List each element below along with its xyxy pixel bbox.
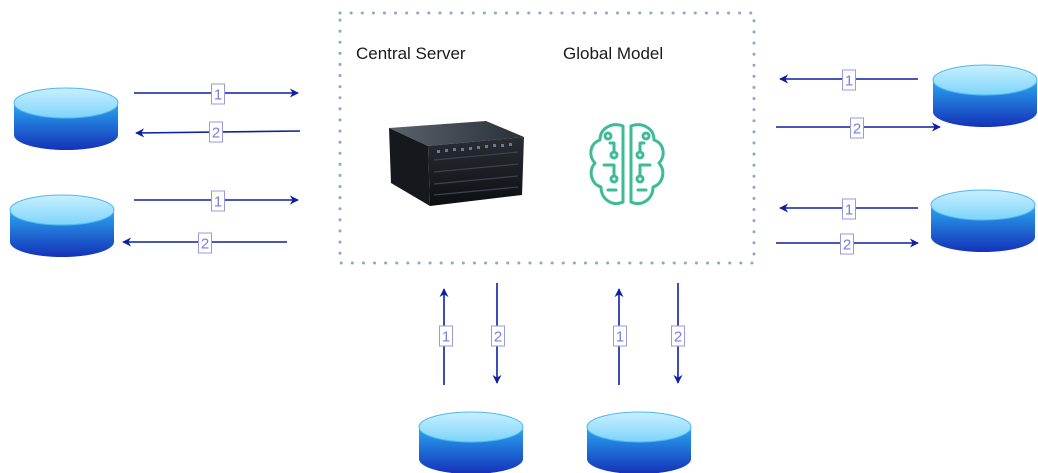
- database-icon: [932, 64, 1038, 127]
- database-icon: [586, 411, 692, 473]
- edge-label: 2: [674, 329, 682, 346]
- edge-label-box: [211, 83, 225, 105]
- edge-label-box: [840, 233, 854, 255]
- edge-label: 1: [845, 73, 853, 90]
- download-arrow: 2: [122, 232, 287, 254]
- download-arrow: 2: [491, 283, 505, 384]
- edge-label: 1: [214, 194, 222, 211]
- global-model-title: Global Model: [563, 44, 664, 63]
- upload-arrow: 1: [134, 83, 299, 105]
- edge-label: 2: [494, 329, 502, 346]
- upload-arrow: 1: [613, 288, 627, 385]
- client-databases: [9, 64, 1038, 473]
- edge-label: 1: [616, 329, 624, 346]
- edge-label: 2: [843, 237, 851, 254]
- database-icon: [13, 87, 119, 150]
- edge-label: 2: [212, 125, 220, 142]
- edge-label: 1: [442, 329, 450, 346]
- download-arrow: 2: [135, 121, 301, 143]
- database-icon: [930, 189, 1036, 252]
- download-arrow: 2: [671, 283, 685, 384]
- communication-arrows: 1 2 1 2 1 2 1 2 1 2 1 2: [122, 69, 941, 385]
- edge-label-box: [850, 117, 864, 139]
- edge-label-box: [209, 121, 223, 143]
- download-arrow: 2: [776, 117, 941, 139]
- edge-label-box: [613, 325, 627, 347]
- upload-arrow: 1: [779, 69, 918, 91]
- edge-label: 2: [853, 121, 861, 138]
- upload-arrow: 1: [439, 288, 453, 385]
- database-icon: [9, 194, 115, 257]
- edge-label-box: [439, 325, 453, 347]
- upload-arrow: 1: [779, 198, 918, 220]
- central-server-title: Central Server: [356, 44, 466, 63]
- upload-arrow: 1: [134, 190, 299, 212]
- edge-label: 1: [214, 87, 222, 104]
- edge-label: 2: [201, 236, 209, 253]
- edge-label-box: [842, 198, 856, 220]
- edge-label-box: [211, 190, 225, 212]
- database-icon: [418, 411, 524, 473]
- edge-label-box: [842, 69, 856, 91]
- rack-server-icon: [389, 121, 524, 206]
- edge-label-box: [671, 325, 685, 347]
- edge-label-box: [491, 325, 505, 347]
- edge-label: 1: [845, 202, 853, 219]
- ai-brain-circuit-icon: [589, 123, 665, 205]
- edge-label-box: [198, 232, 212, 254]
- download-arrow: 2: [776, 233, 919, 255]
